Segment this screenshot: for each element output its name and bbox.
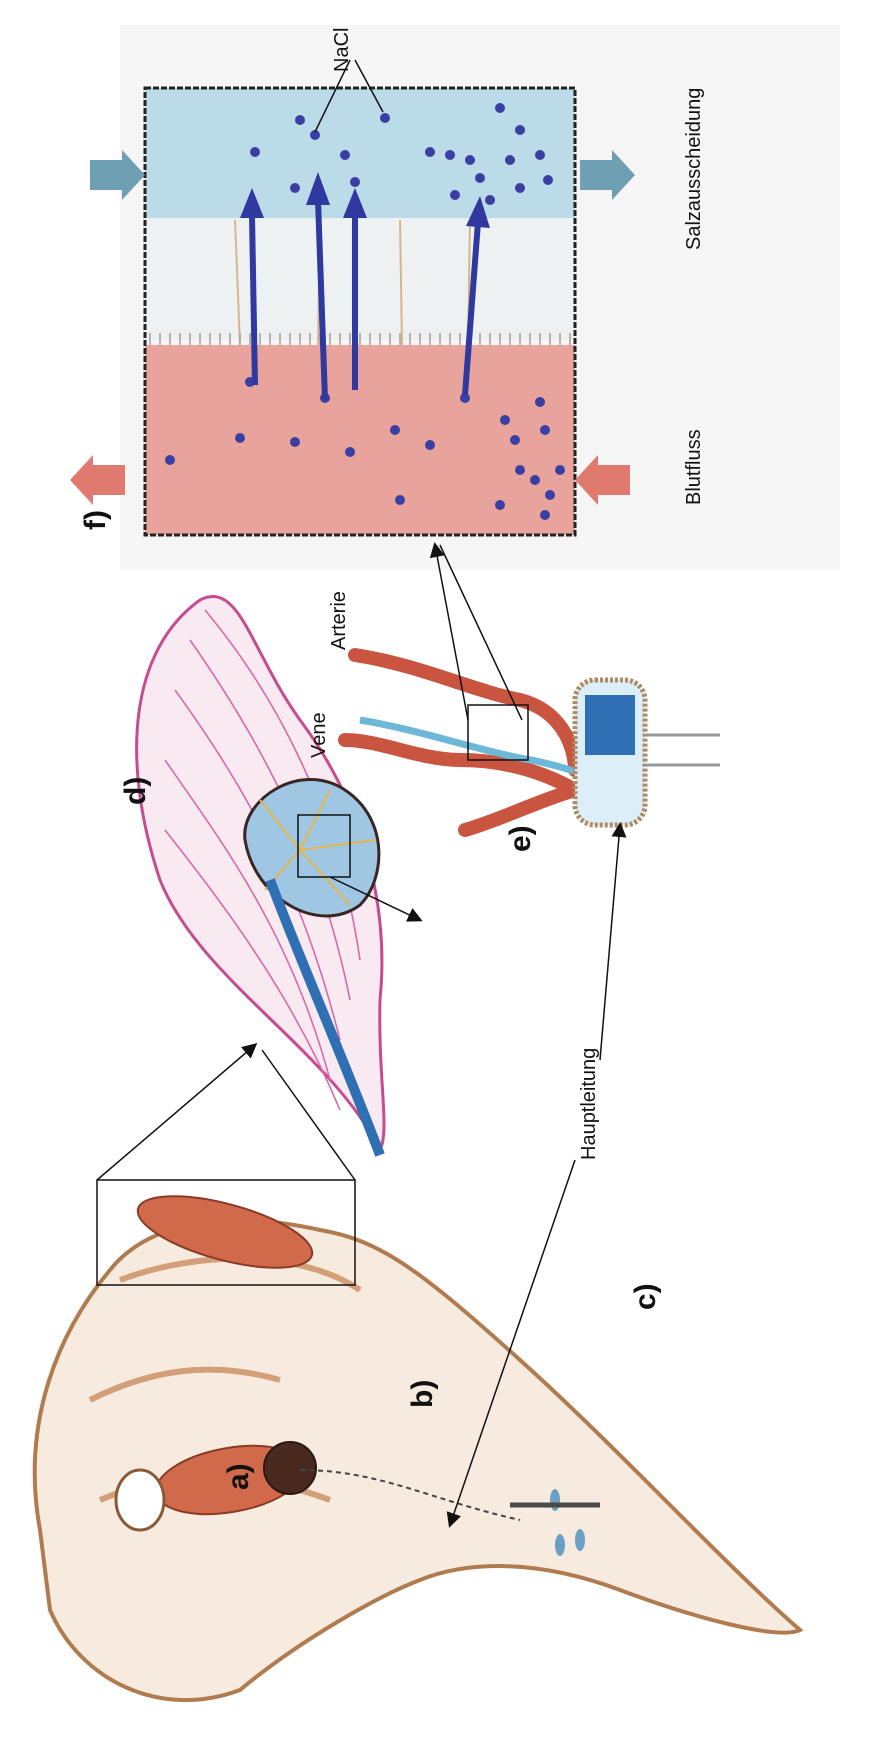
- panel-letter-b: b): [406, 1380, 439, 1408]
- panel-skull: Hauptleitung a) b) c): [35, 825, 800, 1700]
- label-vene: Vene: [308, 712, 330, 758]
- vessel-lower-branch: [465, 790, 575, 830]
- reservoir-fluid: [585, 695, 635, 755]
- secretory-cell-layer: [145, 218, 575, 340]
- panel-letter-a: a): [222, 1463, 255, 1490]
- label-nacl: NaCl: [331, 28, 353, 72]
- orbit-hole: [116, 1470, 164, 1530]
- panel-letter-f: f): [79, 510, 112, 530]
- label-salzausscheidung: Salzausscheidung: [683, 88, 705, 250]
- salt-fluid-region: [145, 88, 575, 218]
- gland-a-duct-opening: [264, 1442, 316, 1494]
- label-blutfluss: Blutfluss: [683, 429, 705, 505]
- blood-outflow-arrow: [70, 455, 125, 505]
- panel-letter-d: d): [119, 777, 152, 805]
- panel-e: Arterie Vene e): [308, 545, 720, 852]
- zoom-arrow-skull-to-d-1: [97, 1045, 255, 1180]
- label-hauptleitung: Hauptleitung: [578, 1048, 600, 1160]
- hauptleitung-arrow-up: [600, 825, 620, 1060]
- panel-letter-e: e): [504, 825, 537, 852]
- panel-letter-c: c): [629, 1283, 662, 1310]
- panel-f: NaCl Salzausscheidung Blutfluss f): [70, 25, 840, 570]
- label-arterie: Arterie: [328, 591, 350, 650]
- reservoir-outlet: [645, 735, 720, 765]
- panel-d: d): [119, 597, 420, 1155]
- skull-outline: [35, 1220, 800, 1700]
